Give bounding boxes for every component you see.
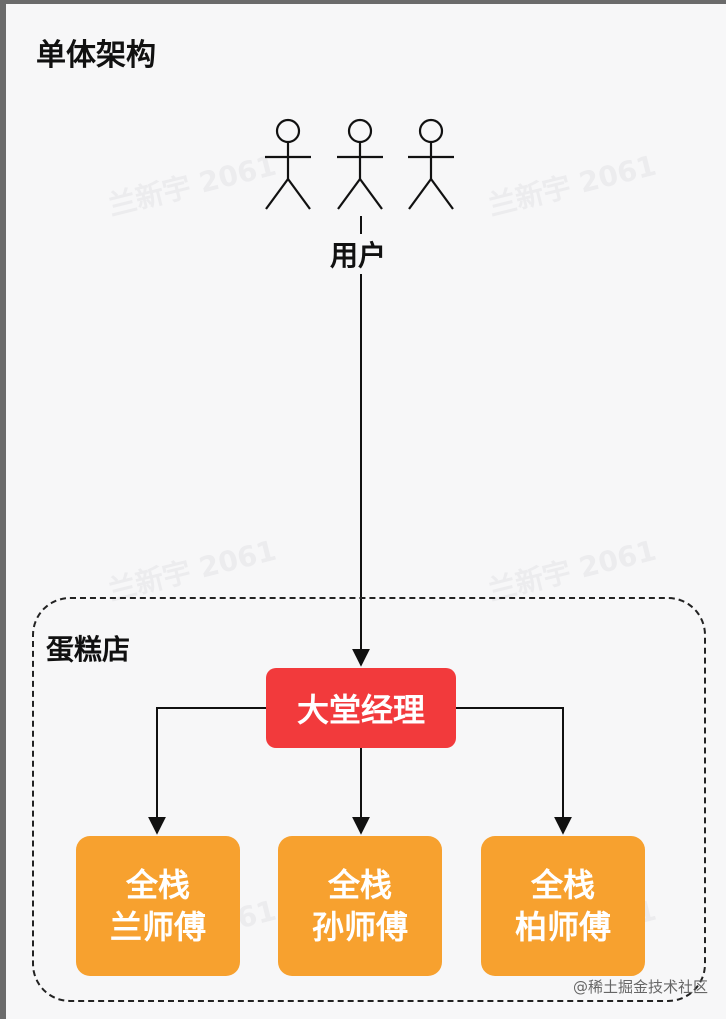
worker-node-sun: 全栈 孙师傅 [278, 836, 442, 976]
worker-node-lan: 全栈 兰师傅 [76, 836, 240, 976]
worker-name: 孙师傅 [311, 908, 408, 946]
worker-role: 全栈 [125, 866, 190, 904]
arrow-manager-to-worker-3 [456, 707, 572, 835]
bakery-group-frame [32, 597, 706, 1002]
diagram-title: 单体架构 [36, 38, 156, 73]
diagram-canvas: 兰新宇 2061 兰新宇 2061 兰新宇 2061 兰新宇 2061 兰新宇 … [6, 4, 726, 1019]
worker-name: 柏师傅 [514, 908, 611, 946]
users-label: 用户 [324, 234, 393, 274]
worker-role: 全栈 [530, 866, 595, 904]
worker-node-bai: 全栈 柏师傅 [481, 836, 645, 976]
manager-label: 大堂经理 [296, 691, 425, 729]
arrow-manager-to-worker-1 [148, 707, 266, 835]
worker-role: 全栈 [327, 866, 392, 904]
manager-node: 大堂经理 [266, 668, 456, 748]
connectors [148, 216, 572, 835]
source-credit: @稀土掘金技术社区 [572, 978, 708, 996]
bakery-group-label: 蛋糕店 [46, 633, 131, 666]
worker-name: 兰师傅 [109, 908, 206, 946]
